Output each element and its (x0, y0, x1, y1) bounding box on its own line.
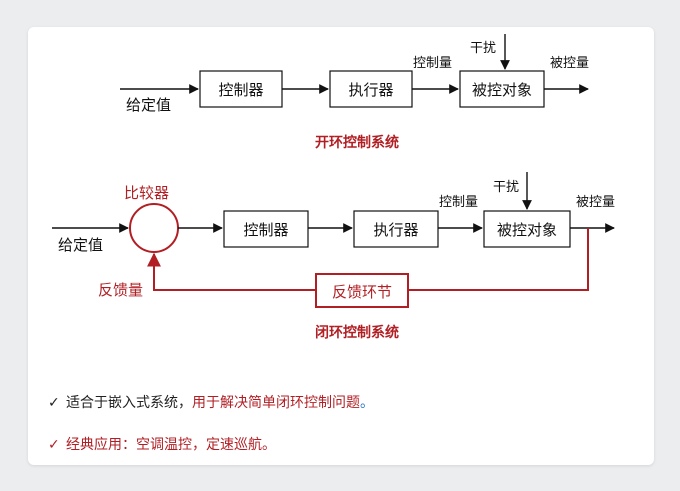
open-control-variable-label: 控制量 (413, 56, 452, 71)
closed-actuator-label: 执行器 (373, 221, 418, 239)
closed-loop-diagram: 比较器 给定值 控制器 执行器 控制量 被控对象 干扰 被控量 反馈环节 反馈量… (52, 172, 615, 341)
bullet-text-plain: 适合于嵌入式系统， (66, 395, 192, 411)
open-input-label: 给定值 (126, 96, 171, 114)
closed-plant-block (483, 210, 571, 248)
open-output-label: 被控量 (550, 56, 589, 71)
open-actuator-label: 执行器 (348, 81, 393, 99)
closed-controller-label: 控制器 (243, 221, 288, 239)
open-loop-diagram: 给定值 控制器 执行器 控制量 被控对象 干扰 被控量 开环控制系统 (120, 34, 589, 151)
open-plant-label: 被控对象 (472, 81, 532, 99)
feedback-block (315, 273, 409, 308)
open-controller-label: 控制器 (218, 81, 263, 99)
closed-output-label: 被控量 (576, 195, 615, 210)
closed-plant-label: 被控对象 (497, 221, 557, 239)
bullet-item-applications: ✓ 经典应用：空调温控，定速巡航。 (48, 434, 276, 454)
closed-control-variable-label: 控制量 (439, 195, 478, 210)
open-disturbance-label: 干扰 (470, 41, 496, 56)
closed-loop-title: 闭环控制系统 (315, 324, 399, 341)
feedback-block-label: 反馈环节 (332, 283, 392, 301)
open-actuator-block (329, 70, 413, 108)
bullet-item-embedded: ✓ 适合于嵌入式系统，用于解决简单闭环控制问题。 (48, 392, 374, 412)
closed-actuator-block (353, 210, 439, 248)
closed-input-label: 给定值 (58, 236, 103, 254)
open-controller-block (199, 70, 283, 108)
feedback-path-right (408, 228, 589, 291)
bullet-text-applications: 经典应用：空调温控，定速巡航。 (66, 437, 276, 453)
check-icon: ✓ (48, 395, 60, 411)
check-icon: ✓ (48, 437, 60, 453)
comparator-circle (129, 203, 179, 253)
closed-controller-block (223, 210, 309, 248)
bullet-text-highlight: 用于解决简单闭环控制问题 (192, 395, 360, 411)
feedback-label: 反馈量 (98, 281, 143, 299)
feedback-path-left (147, 252, 316, 291)
bullet-text-end: 。 (360, 395, 374, 411)
comparator-label: 比较器 (124, 184, 169, 202)
closed-disturbance-label: 干扰 (493, 180, 519, 195)
open-loop-title: 开环控制系统 (315, 134, 399, 151)
